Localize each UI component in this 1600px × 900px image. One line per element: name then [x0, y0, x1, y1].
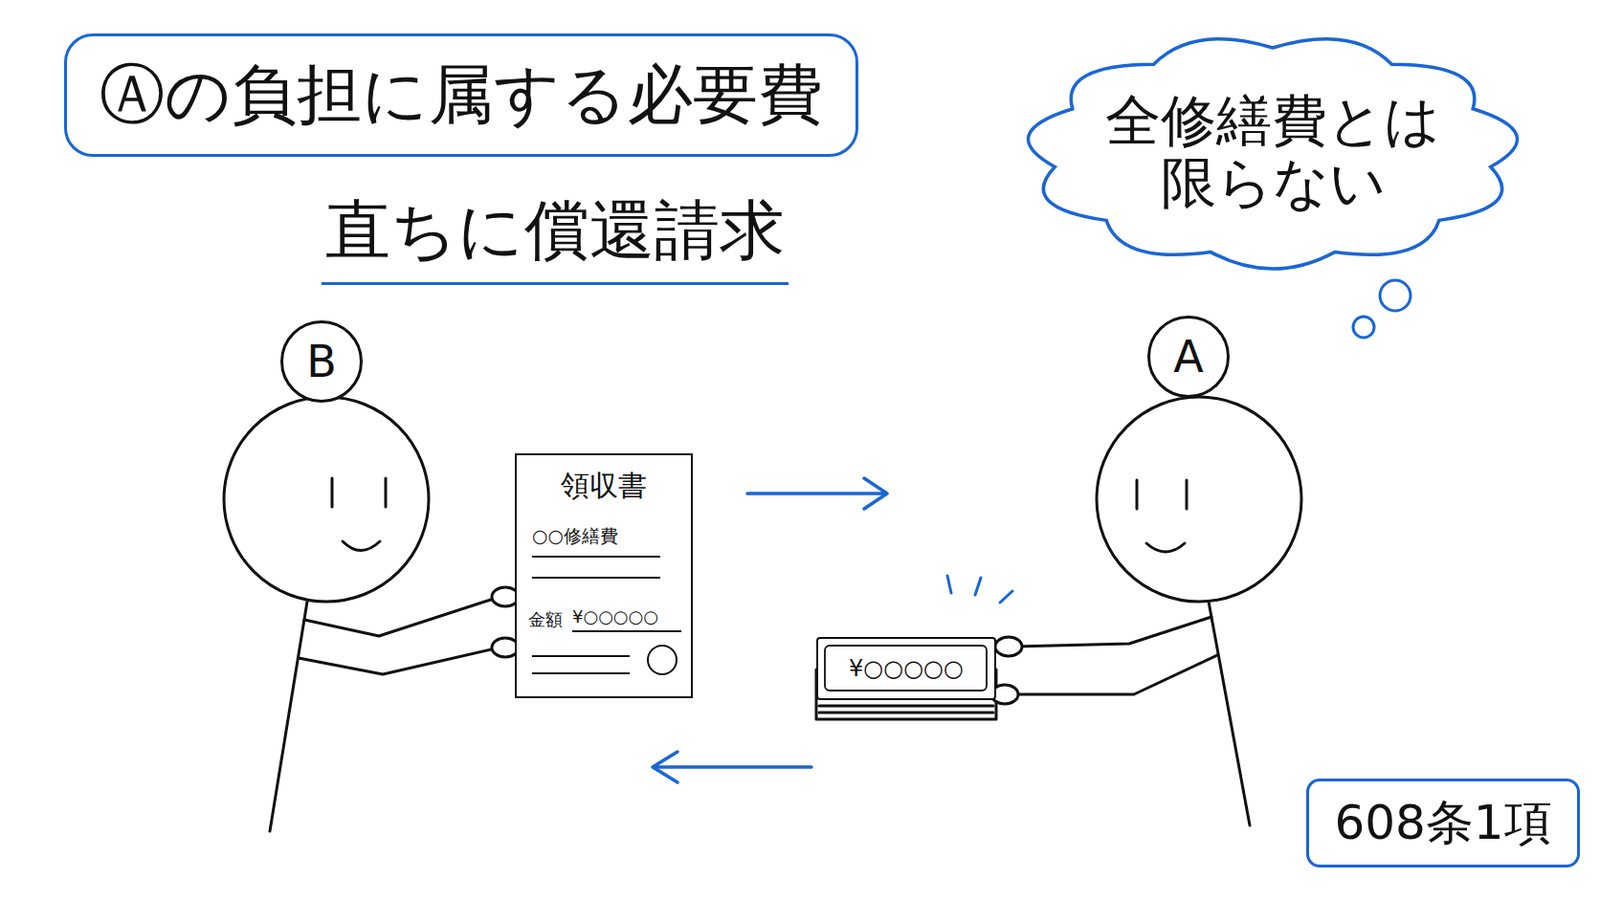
node-text: A	[1173, 331, 1203, 383]
money-stack	[819, 705, 994, 709]
receipt-rule	[532, 577, 661, 579]
article-box: 608条1項	[1306, 778, 1579, 868]
eye	[384, 478, 388, 508]
thought-cloud: 全修繕費とは 限らない	[1014, 13, 1532, 291]
arm	[298, 647, 500, 675]
party-label: A	[1147, 315, 1230, 399]
node-text: Ⓐの負担に属する必要費	[99, 51, 823, 139]
hand	[995, 637, 1023, 657]
receipt-amount: ¥○○○○○	[572, 606, 659, 627]
node-text: 608条1項	[1333, 791, 1552, 856]
receipt-rule	[532, 555, 661, 558]
thought-bubble	[1353, 316, 1375, 338]
party-label: B	[280, 320, 363, 403]
receipt-rule	[572, 630, 682, 633]
figures	[223, 280, 1411, 832]
arrow-head	[652, 752, 678, 783]
emphasis-note: 直ちに償還請求	[321, 187, 789, 286]
receipt-amount-label: 金額	[528, 608, 563, 632]
arrow-head	[864, 478, 888, 510]
receipt-title: 領収書	[516, 466, 690, 507]
banknote-inner-border	[824, 645, 987, 691]
thought-bubble	[1379, 280, 1411, 312]
body	[1208, 601, 1250, 826]
banknote: ¥○○○○○	[816, 637, 997, 701]
node-text: 全修繕費とは 限らない	[1100, 89, 1445, 215]
eye	[1135, 480, 1139, 510]
mouth	[342, 541, 380, 552]
receipt-item: ○○修繕費	[532, 524, 619, 550]
node-text: B	[306, 335, 337, 388]
receipt-rule	[532, 655, 630, 658]
receipt-rule	[532, 672, 630, 675]
arm	[1014, 617, 1212, 647]
money-stack	[819, 711, 994, 715]
eye	[331, 478, 334, 508]
arrow-left	[654, 765, 812, 770]
receipt-stamp	[647, 645, 677, 675]
body	[269, 601, 308, 832]
head	[1096, 397, 1302, 602]
sparkle	[1000, 591, 1013, 603]
eye	[1185, 480, 1189, 510]
receipt: 領収書 ○○修繕費金額 ¥○○○○○	[514, 453, 693, 699]
head	[223, 397, 429, 602]
arm	[304, 597, 500, 637]
title-box: Ⓐの負担に属する必要費	[64, 33, 859, 157]
sparkle	[947, 576, 952, 594]
arm	[1009, 655, 1218, 695]
arrow-right	[747, 491, 886, 496]
mouth	[1146, 543, 1185, 553]
cloud-shape	[1027, 39, 1517, 269]
node-text: ¥○○○○○	[848, 655, 964, 683]
sparkle	[975, 577, 981, 596]
